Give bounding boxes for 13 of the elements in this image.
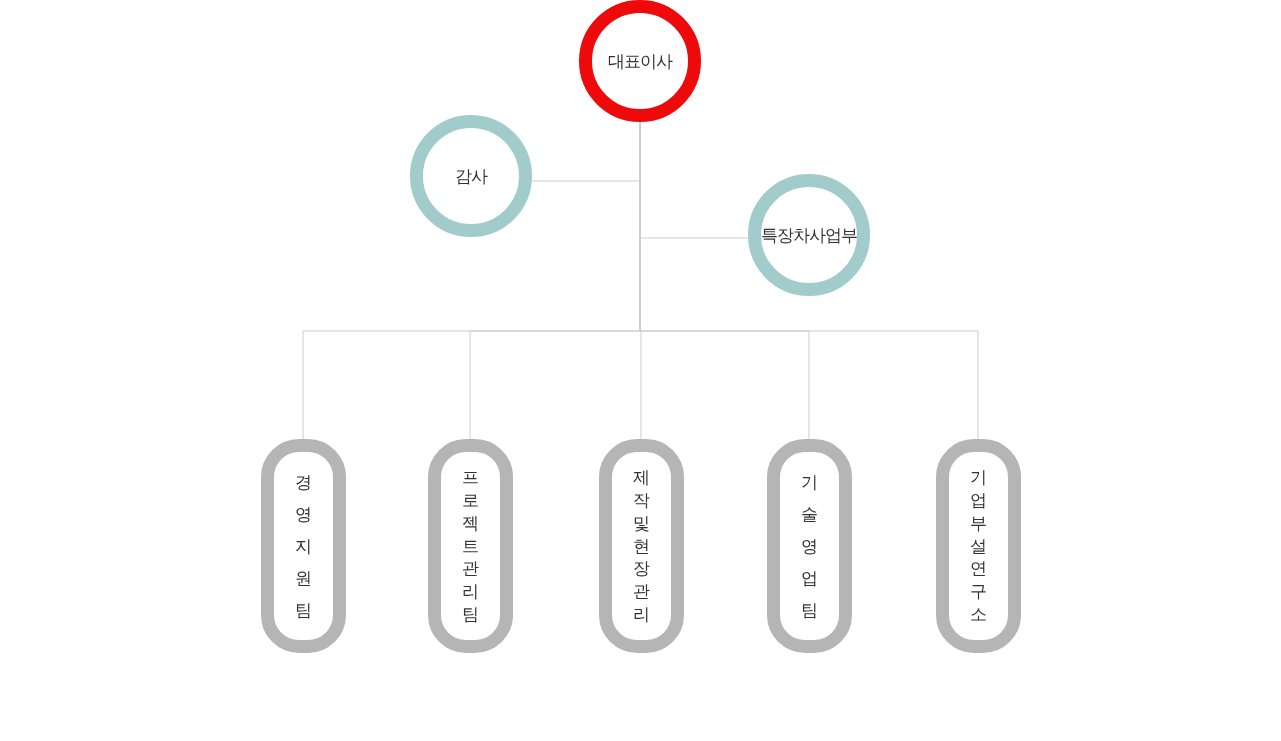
team-box [598,439,684,653]
node-label: 제작및현장관리 [631,466,651,626]
team-box [260,439,346,653]
node-label: 기업부설연구소 [968,466,988,626]
team-box [427,439,513,653]
node-label: 특장차사업부 [761,223,857,247]
node-label: 프로젝트관리팀 [460,466,480,626]
team-box [766,439,852,653]
node-label: 감사 [455,164,487,188]
node-label: 기술영업팀 [799,471,819,622]
node-label: 대표이사 [608,49,672,73]
node-label: 경영지원팀 [293,471,313,622]
team-box [935,439,1021,653]
